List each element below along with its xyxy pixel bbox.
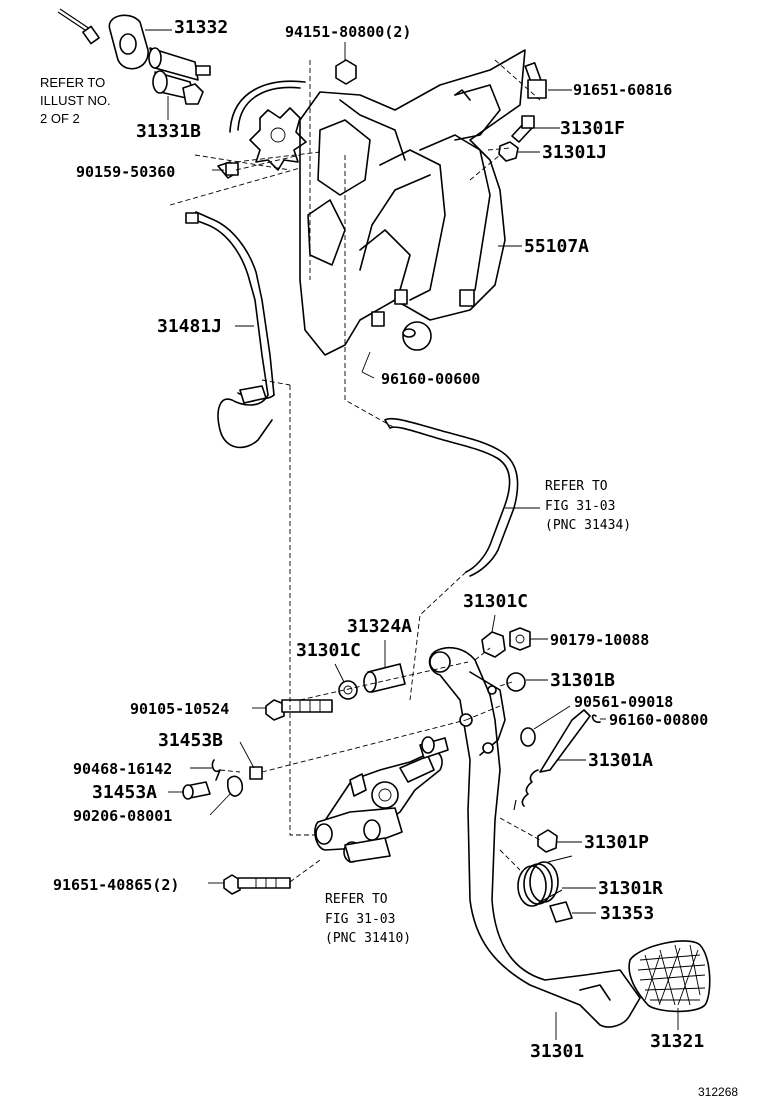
part-label-31301j: 31301J — [542, 142, 608, 163]
figure-id: 312268 — [698, 1085, 739, 1099]
part-label-31301c-top: 31301C — [463, 591, 529, 612]
tube-31481j — [185, 211, 275, 449]
part-label-31321: 31321 — [650, 1031, 705, 1052]
part-label-31301p: 31301P — [584, 832, 650, 853]
part-label-90561-09018: 90561-09018 — [574, 693, 674, 711]
part-label-31481j: 31481J — [157, 316, 223, 337]
part-label-91651-40865: 91651-40865(2) — [53, 876, 180, 894]
refer-illust-line3: 2 OF 2 — [40, 111, 80, 126]
part-label-90206-08001: 90206-08001 — [73, 807, 173, 825]
part-label-91651-60816: 91651-60816 — [573, 81, 673, 99]
part-label-90159-50360: 90159-50360 — [76, 163, 176, 181]
part-label-31324a: 31324A — [347, 616, 413, 637]
refer-fig-31434-line1: REFER TO — [545, 479, 608, 494]
part-label-31301f: 31301F — [560, 118, 626, 139]
part-label-90179-10088: 90179-10088 — [550, 631, 650, 649]
part-label-55107a: 55107A — [524, 236, 590, 257]
part-label-31301b: 31301B — [550, 670, 616, 691]
rod-31434 — [384, 417, 519, 577]
pedal-pad-31321 — [628, 940, 711, 1013]
refer-illust-line1: REFER TO — [40, 75, 106, 90]
leader-lines — [145, 29, 679, 1040]
part-label-31332: 31332 — [174, 17, 229, 38]
part-label-31301r: 31301R — [598, 878, 664, 899]
part-label-31301a: 31301A — [588, 750, 654, 771]
refer-fig-31410-line1: REFER TO — [325, 892, 388, 907]
switch-and-clevis — [182, 627, 601, 923]
part-label-31331b: 31331B — [136, 121, 202, 142]
assembly-guide-lines — [169, 59, 541, 883]
part-label-96160-00600: 96160-00600 — [381, 370, 481, 388]
part-label-31301: 31301 — [530, 1041, 585, 1062]
refer-illust-line2: ILLUST NO. — [40, 93, 111, 108]
part-label-31301c-mid: 31301C — [296, 640, 362, 661]
refer-fig-31410-line3: (PNC 31410) — [325, 931, 412, 946]
part-label-94151-80800: 94151-80800(2) — [285, 23, 412, 41]
pedal-arm-31301 — [428, 646, 641, 1028]
part-label-31453a: 31453A — [92, 782, 158, 803]
part-label-90105-10524: 90105-10524 — [130, 700, 230, 718]
part-label-31353: 31353 — [600, 903, 655, 924]
part-label-31453b: 31453B — [158, 730, 224, 751]
small-parts-top — [57, 8, 547, 179]
part-label-96160-00800: 96160-00800 — [609, 711, 709, 729]
pedal-bracket-55107a — [229, 49, 526, 356]
refer-fig-31434-line3: (PNC 31434) — [545, 518, 632, 533]
part-label-90468-16142: 90468-16142 — [73, 760, 173, 778]
refer-fig-31410-line2: FIG 31-03 — [325, 912, 396, 927]
refer-fig-31434-line2: FIG 31-03 — [545, 499, 616, 514]
